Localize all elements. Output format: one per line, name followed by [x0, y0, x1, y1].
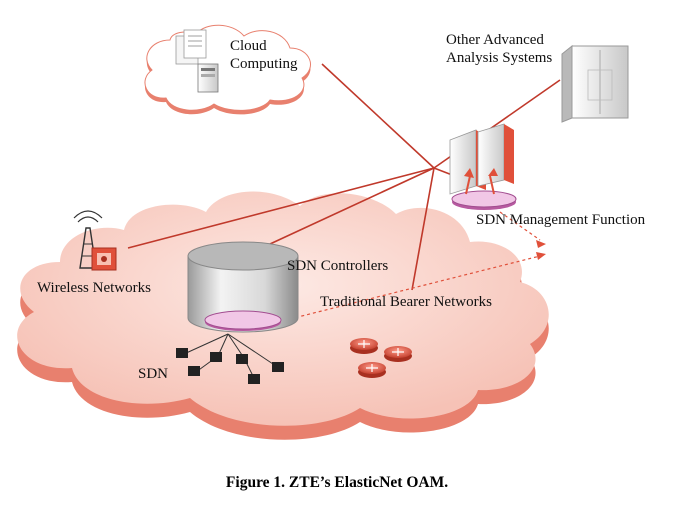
document-server-icon: [175, 29, 207, 65]
other-systems-label-line1: Other Advanced: [446, 32, 544, 48]
dashed-arrows: [277, 211, 541, 323]
arrowhead-icon: [536, 252, 546, 260]
sdn-controller-cylinder-icon: [187, 241, 299, 333]
switch-icons: [176, 348, 284, 384]
sdn-controllers-label: SDN Controllers: [287, 258, 389, 274]
traditional-bearer-label: Traditional Bearer Networks: [320, 294, 492, 310]
arrowhead-icon: [536, 240, 546, 248]
sdn-management-servers-icon: [449, 123, 517, 210]
other-systems-label-line2: Analysis Systems: [446, 50, 553, 66]
cloud-computing-label-line1: Cloud: [230, 38, 267, 54]
router-icons: [350, 338, 412, 378]
sdn-label: SDN: [138, 366, 169, 382]
figure-caption: Figure 1. ZTE’s ElasticNet OAM.: [225, 474, 449, 491]
tower-server-icon: [197, 63, 219, 93]
cloud-computing-label-line2: Computing: [230, 56, 298, 72]
wireless-networks-label: Wireless Networks: [37, 280, 151, 296]
analysis-server-cabinet-icon: [561, 44, 629, 123]
sdn-management-label: SDN Management Function: [476, 212, 646, 228]
wireless-tower-icon: [73, 210, 117, 271]
